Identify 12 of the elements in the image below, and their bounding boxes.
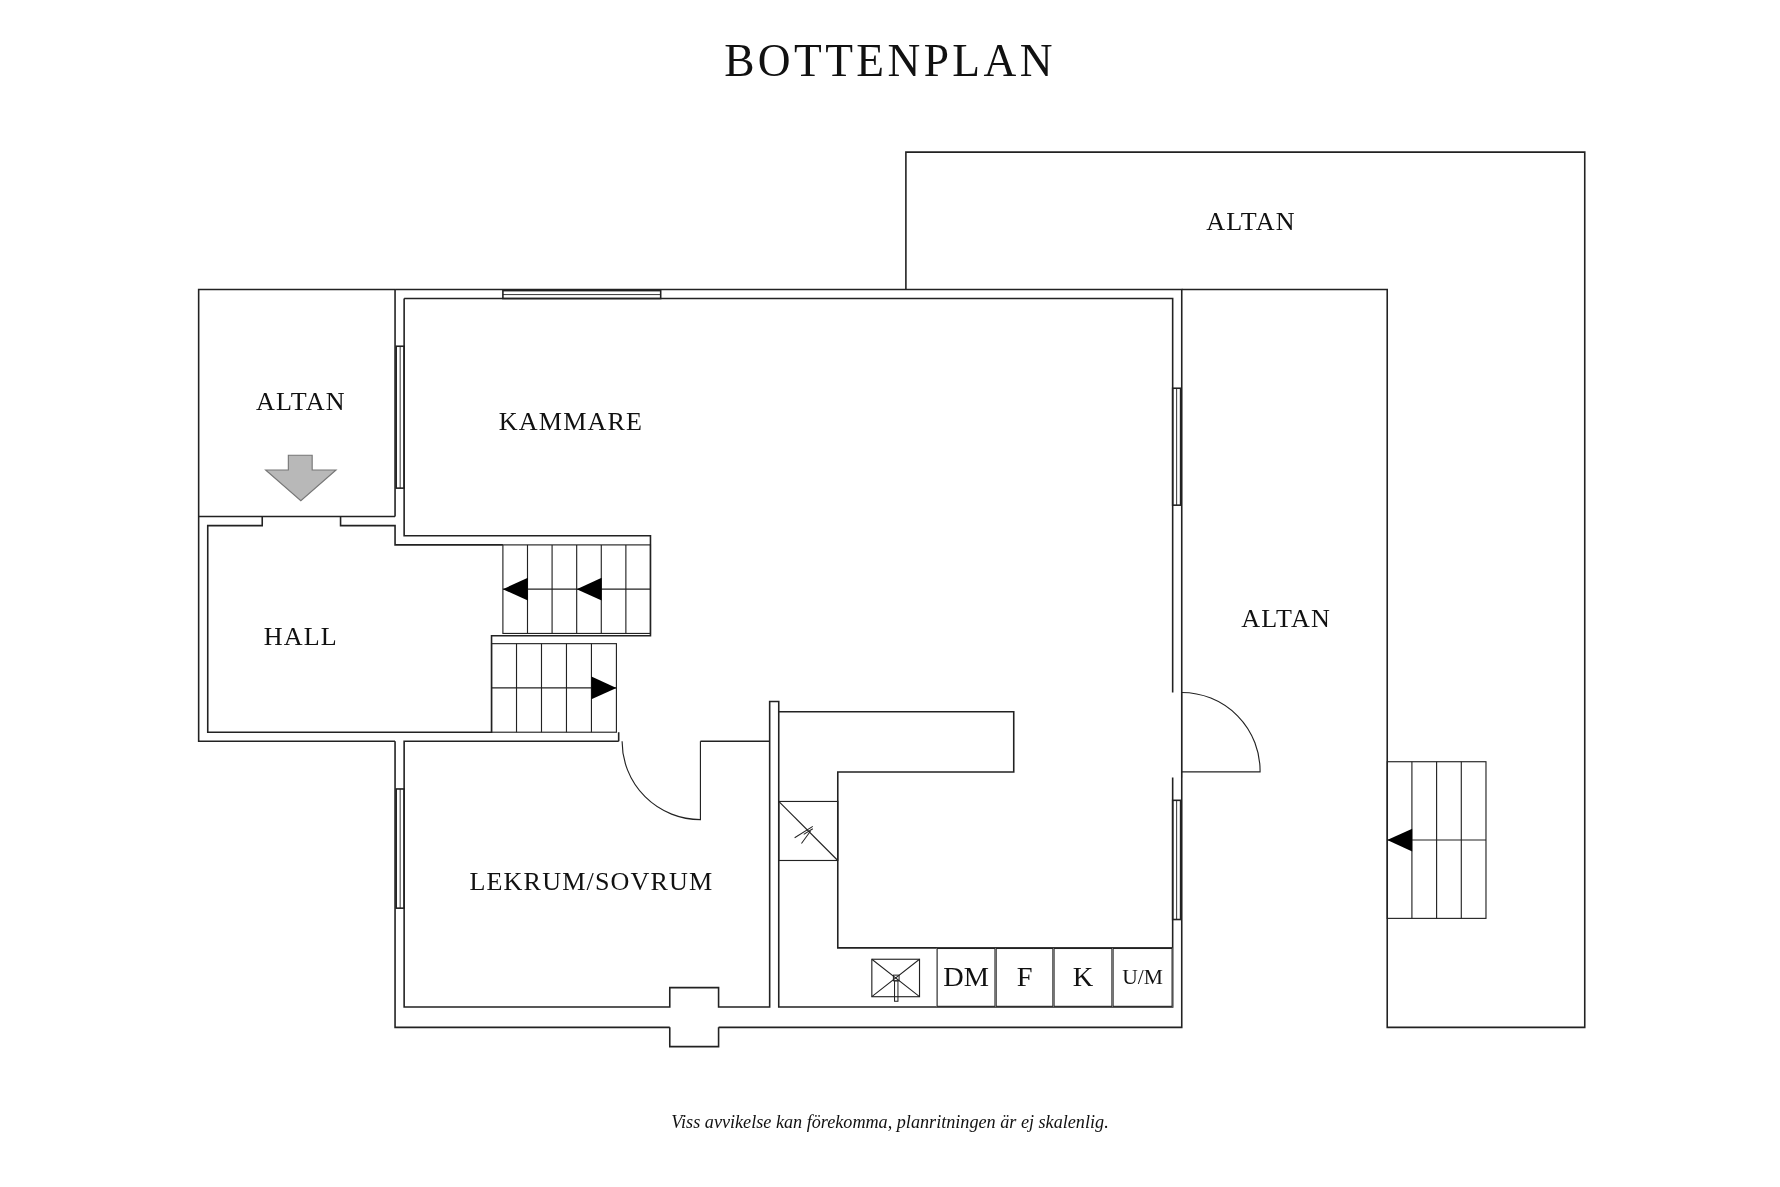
room-label: LEKRUM/SOVRUM [469,867,714,897]
disclaimer-caption: Viss avvikelse kan förekomma, planritningen är ej skalenlig. [671,1112,1109,1133]
plan-title: BOTTENPLAN [724,34,1056,88]
room-label: HALL [263,622,338,652]
room-label: KAMMARE [498,407,644,438]
appliance-label: F [995,947,1054,1007]
appliance-label: K [1053,947,1113,1007]
room-label: ALTAN [256,387,346,417]
appliance-label: U/M [1112,947,1173,1007]
appliance-label: DM [936,947,996,1007]
room-label: ALTAN [1206,207,1296,238]
room-label: ALTAN [1241,603,1331,634]
